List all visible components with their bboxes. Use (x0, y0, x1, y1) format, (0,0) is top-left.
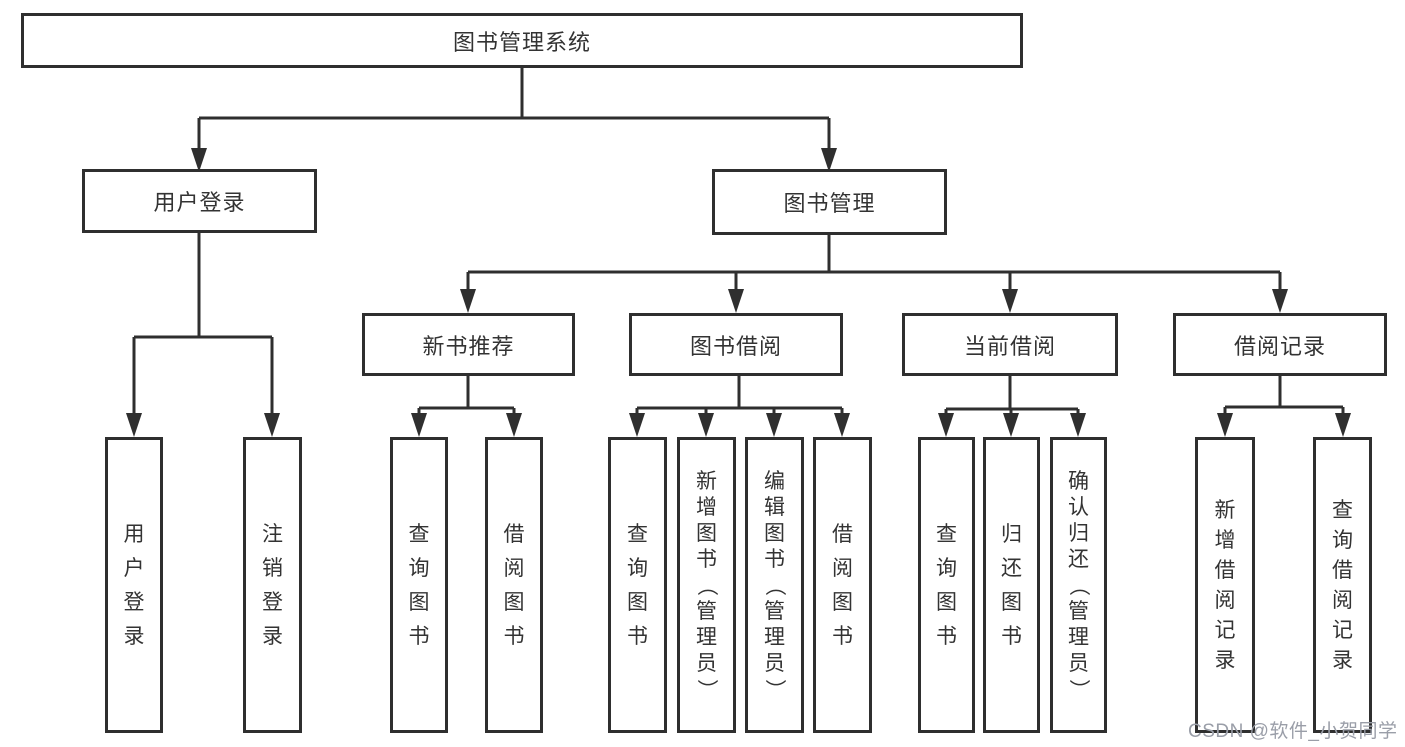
arrowheads (126, 148, 1351, 437)
node-book-borrow: 图书借阅 (629, 313, 843, 376)
leaf-user-login: 用户登录 (105, 437, 163, 733)
leaf-borrow-book-1-label: 借阅图书 (503, 522, 525, 648)
node-new-book-recommend-label: 新书推荐 (422, 333, 515, 359)
leaf-add-borrow-record: 新增借阅记录 (1195, 437, 1255, 733)
leaf-query-book-2-label: 查询图书 (627, 522, 648, 648)
leaf-return-book-label: 归还图书 (1001, 522, 1022, 648)
leaf-query-borrow-record-label: 查询借阅记录 (1332, 498, 1353, 672)
leaf-logout: 注销登录 (243, 437, 302, 733)
leaf-query-book-1-label: 查询图书 (408, 522, 430, 648)
leaf-logout-label: 注销登录 (262, 522, 283, 648)
leaf-borrow-book-2: 借阅图书 (813, 437, 872, 733)
node-current-borrow-label: 当前借阅 (963, 333, 1056, 359)
csdn-watermark: CSDN @软件_小贺同学 (1188, 721, 1398, 742)
node-book-management: 图书管理 (712, 169, 947, 235)
node-user-login-label: 用户登录 (153, 190, 246, 215)
leaf-user-login-label: 用户登录 (123, 522, 145, 648)
node-current-borrow: 当前借阅 (902, 313, 1118, 376)
leaf-add-borrow-record-label: 新增借阅记录 (1214, 498, 1236, 672)
leaf-query-book-2: 查询图书 (608, 437, 667, 733)
leaf-query-book-3: 查询图书 (918, 437, 975, 733)
leaf-edit-book-admin: 编辑图书（管理员） (745, 437, 804, 733)
leaf-add-book-admin-label: 新增图书（管理员） (695, 469, 718, 700)
node-book-borrow-label: 图书借阅 (689, 333, 782, 359)
leaf-return-book: 归还图书 (983, 437, 1040, 733)
leaf-add-book-admin: 新增图书（管理员） (677, 437, 736, 733)
node-borrow-record-label: 借阅记录 (1233, 333, 1326, 359)
leaf-confirm-return-admin-label: 确认归还（管理员） (1067, 469, 1090, 700)
leaf-query-book-3-label: 查询图书 (936, 522, 957, 648)
node-new-book-recommend: 新书推荐 (362, 313, 575, 376)
node-user-login: 用户登录 (82, 169, 317, 233)
node-book-management-label: 图书管理 (783, 191, 876, 216)
leaf-edit-book-admin-label: 编辑图书（管理员） (763, 469, 786, 700)
node-borrow-record: 借阅记录 (1173, 313, 1387, 376)
leaf-borrow-book-2-label: 借阅图书 (832, 522, 853, 648)
node-root-label: 图书管理系统 (452, 29, 591, 55)
leaf-query-borrow-record: 查询借阅记录 (1313, 437, 1372, 733)
node-root: 图书管理系统 (21, 13, 1023, 68)
leaf-query-book-1: 查询图书 (390, 437, 448, 733)
leaf-confirm-return-admin: 确认归还（管理员） (1050, 437, 1107, 733)
leaf-borrow-book-1: 借阅图书 (485, 437, 543, 733)
